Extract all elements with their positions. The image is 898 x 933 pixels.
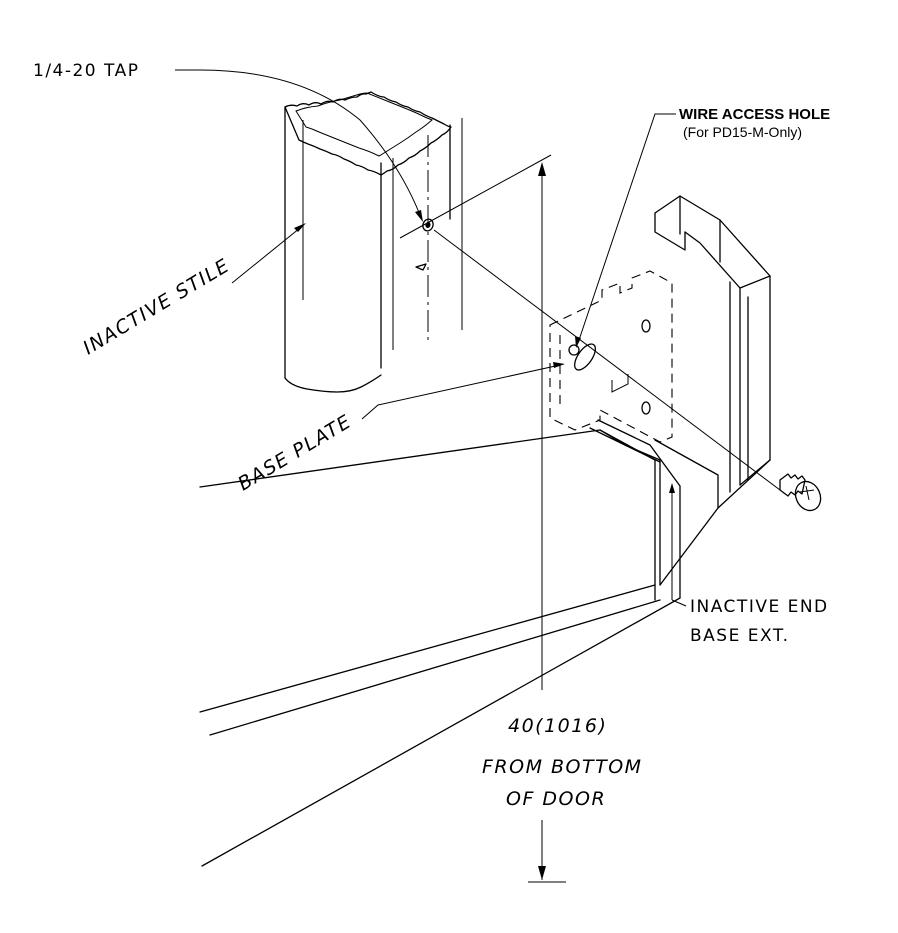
- wire-access-hole: [568, 344, 580, 356]
- inactive-stile: [284, 91, 463, 393]
- body-mid-edge: [199, 584, 656, 713]
- inactive-end-label: INACTIVE END: [690, 597, 829, 617]
- end-cap: [654, 195, 771, 509]
- inactive-stile-label: INACTIVE STILE: [79, 254, 234, 359]
- base-plate-leader: [361, 364, 561, 420]
- base-plate: [549, 270, 673, 443]
- end-leader-tail: [671, 599, 687, 607]
- base-plate-hole-lower: [641, 401, 651, 415]
- base-plate-outline: [549, 270, 673, 443]
- wire-access-label: WIRE ACCESS HOLE: [679, 106, 830, 123]
- tap-hole: [422, 218, 434, 232]
- end-cap-front-face: [684, 231, 741, 486]
- wire-access-note: (For PD15-M-Only): [683, 124, 802, 140]
- labels: 1/4-20 TAP WIRE ACCESS HOLE (For PD15-M-…: [33, 61, 830, 810]
- extension-top: [589, 427, 661, 463]
- screw: [779, 473, 822, 512]
- end-leader-arrow: [669, 483, 675, 493]
- end-cap-outer: [654, 195, 771, 509]
- stile-mark: [415, 263, 427, 271]
- end-cap-bottom-bevel: [739, 459, 771, 486]
- tap-leader: [175, 69, 421, 216]
- body-bottom-edge: [201, 597, 681, 867]
- end-cap-top-lip: [654, 212, 686, 251]
- of-door-label: OF DOOR: [506, 788, 606, 810]
- screw-head: [794, 480, 822, 512]
- from-bottom-label: FROM BOTTOM: [482, 756, 643, 778]
- base-plate-notch: [611, 374, 629, 393]
- base-ext-label: BASE EXT.: [690, 626, 790, 646]
- tap-label: 1/4-20 TAP: [33, 61, 139, 81]
- stile-top-outer: [284, 91, 452, 176]
- screw-cross: [799, 485, 815, 501]
- screw-thread: [779, 473, 806, 497]
- base-plate-label: BASE PLATE: [234, 410, 355, 495]
- wire-access-arrow: [575, 336, 581, 348]
- body-mid-edge-2: [209, 599, 661, 736]
- stile-bottom-edge: [284, 374, 382, 393]
- body-to-cap: [659, 507, 719, 586]
- extension-channel: [597, 419, 681, 599]
- leaders: [175, 69, 676, 420]
- base-plate-hole-upper: [641, 319, 651, 333]
- fastener-axis-line: [433, 229, 781, 491]
- dimension-arrow-top: [538, 162, 546, 176]
- stile-leader-arrow: [294, 223, 306, 232]
- end-cap-top-bevel: [739, 275, 771, 289]
- dimension-arrow-bottom: [538, 866, 546, 880]
- base-plate-arrow: [553, 362, 565, 368]
- stile-top-inner: [295, 92, 433, 157]
- tap-leader-arrow: [415, 210, 423, 222]
- base-plate-slot: [574, 343, 596, 371]
- device-body: [199, 419, 719, 867]
- stile-leader: [231, 227, 301, 284]
- dimension-lines: [399, 154, 781, 883]
- hole-extension-line: [399, 154, 552, 239]
- wire-access-leader: [577, 113, 676, 344]
- dimension-label: 40(1016): [508, 715, 607, 737]
